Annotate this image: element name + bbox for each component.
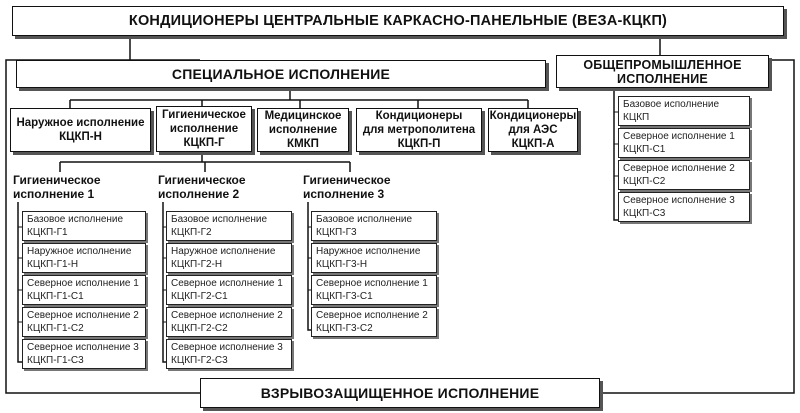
item-name: Северное исполнение 3: [171, 342, 283, 353]
category-outdoor-line1: Наружное исполнение: [16, 117, 145, 129]
group-1-title-line2: исполнение 1: [13, 187, 95, 201]
item-code: КЦКП-Г1-С1: [27, 291, 84, 302]
category-metro-code: КЦКП-П: [397, 138, 441, 150]
item-code: КЦКП-Г2: [171, 227, 212, 238]
industrial-item-2: Северное исполнение 1 КЦКП-С1: [618, 128, 750, 158]
item-code: КЦКП-Г3: [316, 227, 357, 238]
group-1-item-5: Северное исполнение 3 КЦКП-Г1-С3: [22, 339, 146, 369]
industrial-header-line2: ИСПОЛНЕНИЕ: [617, 71, 708, 86]
item-name: Северное исполнение 3: [623, 195, 735, 206]
grp1-spine: [17, 200, 22, 363]
group-3-title-line2: исполнение 3: [303, 187, 385, 201]
item-name: Северное исполнение 3: [27, 342, 139, 353]
group-1-item-1: Базовое исполнение КЦКП-Г1: [22, 211, 146, 241]
item-code: КЦКП-Г3-С1: [316, 291, 373, 302]
group-1-item-3: Северное исполнение 1 КЦКП-Г1-С1: [22, 275, 146, 305]
item-code: КЦКП-С3: [623, 208, 666, 219]
grp3-spine: [307, 200, 311, 331]
item-name: Северное исполнение 1: [316, 278, 428, 289]
group-1-title: Гигиеническое исполнение 1: [10, 172, 150, 202]
industrial-spine: [613, 88, 618, 221]
item-name: Северное исполнение 2: [316, 310, 428, 321]
main-title-text: КОНДИЦИОНЕРЫ ЦЕНТРАЛЬНЫЕ КАРКАСНО-ПАНЕЛЬ…: [128, 13, 668, 29]
item-code: КЦКП-Г2-С2: [171, 323, 228, 334]
category-outdoor-code: КЦКП-Н: [59, 131, 102, 143]
item-name: Северное исполнение 2: [171, 310, 283, 321]
item-name: Базовое исполнение: [316, 214, 413, 225]
category-hygienic-code: КЦКП-Г: [183, 137, 225, 149]
category-outdoor: Наружное исполнение КЦКП-Н: [10, 108, 151, 152]
category-medical-line2: исполнение: [268, 124, 338, 136]
item-name: Базовое исполнение: [171, 214, 268, 225]
category-medical: Медицинское исполнение КМКП: [257, 108, 349, 152]
item-name: Северное исполнение 1: [623, 131, 735, 142]
main-title: КОНДИЦИОНЕРЫ ЦЕНТРАЛЬНЫЕ КАРКАСНО-ПАНЕЛЬ…: [12, 6, 784, 36]
item-name: Северное исполнение 1: [171, 278, 283, 289]
industrial-item-4: Северное исполнение 3 КЦКП-С3: [618, 192, 750, 222]
item-code: КЦКП-Г1-С2: [27, 323, 84, 334]
group-3-title-line1: Гигиеническое: [303, 173, 391, 187]
category-hygienic-line2: исполнение: [169, 123, 239, 135]
group-2-item-2: Наружное исполнение КЦКП-Г2-Н: [166, 243, 292, 273]
category-npp: Кондиционеры для АЭС КЦКП-А: [488, 108, 578, 152]
item-code: КЦКП-С2: [623, 176, 666, 187]
category-metro: Кондиционеры для метрополитена КЦКП-П: [356, 108, 482, 152]
group-3-item-4: Северное исполнение 2 КЦКП-Г3-С2: [311, 307, 437, 337]
group-3-item-2: Наружное исполнение КЦКП-Г3-Н: [311, 243, 437, 273]
group-2-item-3: Северное исполнение 1 КЦКП-Г2-С1: [166, 275, 292, 305]
industrial-item-1: Базовое исполнение КЦКП: [618, 96, 750, 126]
category-metro-line1: Кондиционеры: [375, 110, 463, 122]
item-code: КЦКП-Г3-С2: [316, 323, 373, 334]
item-name: Наружное исполнение: [171, 246, 276, 257]
category-npp-line1: Кондиционеры: [489, 110, 577, 122]
special-header: СПЕЦИАЛЬНОЕ ИСПОЛНЕНИЕ: [16, 60, 546, 88]
category-metro-line2: для метрополитена: [362, 124, 476, 136]
group-1-item-2: Наружное исполнение КЦКП-Г1-Н: [22, 243, 146, 273]
outer-frame-line-right: [600, 59, 795, 394]
explosion-proof-header: ВЗРЫВОЗАЩИЩЕННОЕ ИСПОЛНЕНИЕ: [200, 378, 600, 408]
item-code: КЦКП-Г1-Н: [27, 259, 79, 270]
industrial-header-line1: ОБЩЕПРОМЫШЛЕННОЕ: [583, 57, 742, 72]
item-name: Наружное исполнение: [27, 246, 132, 257]
group-2-title-line2: исполнение 2: [158, 187, 240, 201]
category-hygienic-line1: Гигиеническое: [162, 109, 246, 121]
special-header-text: СПЕЦИАЛЬНОЕ ИСПОЛНЕНИЕ: [171, 66, 391, 82]
category-npp-line2: для АЭС: [508, 124, 558, 136]
grp2-spine: [162, 200, 166, 363]
industrial-item-3: Северное исполнение 2 КЦКП-С2: [618, 160, 750, 190]
category-medical-line1: Медицинское: [264, 110, 342, 122]
item-name: Базовое исполнение: [623, 99, 720, 110]
category-hygienic: Гигиеническое исполнение КЦКП-Г: [156, 106, 252, 152]
item-name: Северное исполнение 1: [27, 278, 139, 289]
group-2-item-5: Северное исполнение 3 КЦКП-Г2-С3: [166, 339, 292, 369]
item-code: КЦКП-Г3-Н: [316, 259, 368, 270]
group-1-title-line1: Гигиеническое: [13, 173, 101, 187]
group-2-item-1: Базовое исполнение КЦКП-Г2: [166, 211, 292, 241]
item-code: КЦКП-Г1-С3: [27, 355, 84, 366]
category-npp-code: КЦКП-А: [511, 138, 555, 150]
group-1-item-4: Северное исполнение 2 КЦКП-Г1-С2: [22, 307, 146, 337]
group-3-item-1: Базовое исполнение КЦКП-Г3: [311, 211, 437, 241]
industrial-header: ОБЩЕПРОМЫШЛЕННОЕ ИСПОЛНЕНИЕ: [556, 55, 769, 88]
item-code: КЦКП-Г2-Н: [171, 259, 223, 270]
group-2-title: Гигиеническое исполнение 2: [155, 172, 295, 202]
group-2-item-4: Северное исполнение 2 КЦКП-Г2-С2: [166, 307, 292, 337]
group-3-item-3: Северное исполнение 1 КЦКП-Г3-С1: [311, 275, 437, 305]
category-medical-code: КМКП: [287, 138, 319, 150]
item-name: Базовое исполнение: [27, 214, 124, 225]
item-name: Наружное исполнение: [316, 246, 421, 257]
item-code: КЦКП-Г2-С3: [171, 355, 228, 366]
item-name: Северное исполнение 2: [27, 310, 139, 321]
item-code: КЦКП-Г1: [27, 227, 68, 238]
group-2-title-line1: Гигиеническое: [158, 173, 246, 187]
item-name: Северное исполнение 2: [623, 163, 735, 174]
item-code: КЦКП-Г2-С1: [171, 291, 228, 302]
explosion-proof-text: ВЗРЫВОЗАЩИЩЕННОЕ ИСПОЛНЕНИЕ: [260, 385, 540, 401]
item-code: КЦКП: [623, 112, 650, 123]
item-code: КЦКП-С1: [623, 144, 666, 155]
group-3-title: Гигиеническое исполнение 3: [300, 172, 440, 202]
